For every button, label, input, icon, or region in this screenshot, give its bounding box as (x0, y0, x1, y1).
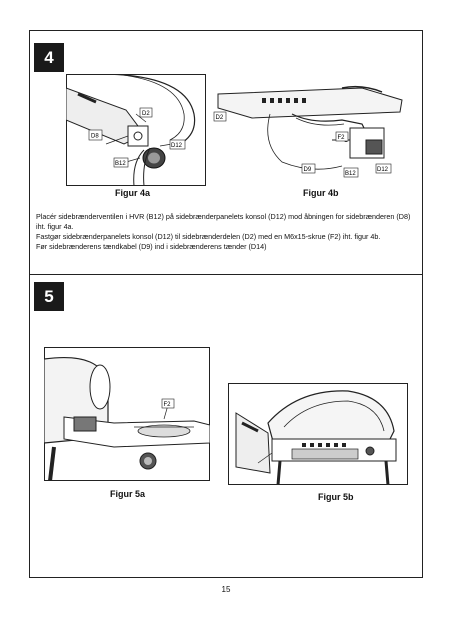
figure-4b-label-d9: D9 (304, 167, 312, 173)
figure-5b-illustration (228, 383, 408, 485)
instruction-line: Fastgør sidebrænderpanelets konsol (D12)… (36, 232, 381, 241)
step-4-badge: 4 (34, 43, 64, 72)
step-5-badge: 5 (34, 282, 64, 311)
figure-5a-caption: Figur 5a (110, 489, 146, 499)
figure-5a-label-f2: F2 (164, 402, 172, 408)
figure-4a-label-d8: D8 (91, 134, 99, 140)
figure-4b-label-f2: F2 (338, 135, 346, 141)
step-divider (29, 274, 423, 275)
figure-5a-illustration: F2 (44, 347, 210, 481)
figure-4b-label-d12: D12 (377, 167, 389, 173)
figure-4a-label-b12: B12 (115, 161, 126, 167)
instruction-line: Før sidebrænderens tændkabel (D9) ind i … (36, 242, 267, 251)
page-number: 15 (221, 585, 231, 594)
figure-4b-label-d2: D2 (216, 115, 224, 121)
figure-4a-illustration: D2 D8 D12 B12 (66, 74, 206, 186)
figure-4b-caption: Figur 4b (303, 188, 339, 198)
figure-4b-label-b12: B12 (345, 171, 356, 177)
figure-5b-caption: Figur 5b (318, 492, 354, 502)
figure-4a-caption: Figur 4a (115, 188, 151, 198)
figure-4a-label-d2: D2 (142, 111, 150, 117)
page-frame (29, 30, 423, 578)
step-4-instructions: Placér sidebrænderventilen i HVR (B12) p… (36, 212, 416, 252)
figure-4b-illustration: F2 D2 D9 B12 D12 (212, 84, 408, 184)
instruction-line: Placér sidebrænderventilen i HVR (B12) p… (36, 212, 411, 231)
figure-4a-label-d12: D12 (171, 143, 183, 149)
